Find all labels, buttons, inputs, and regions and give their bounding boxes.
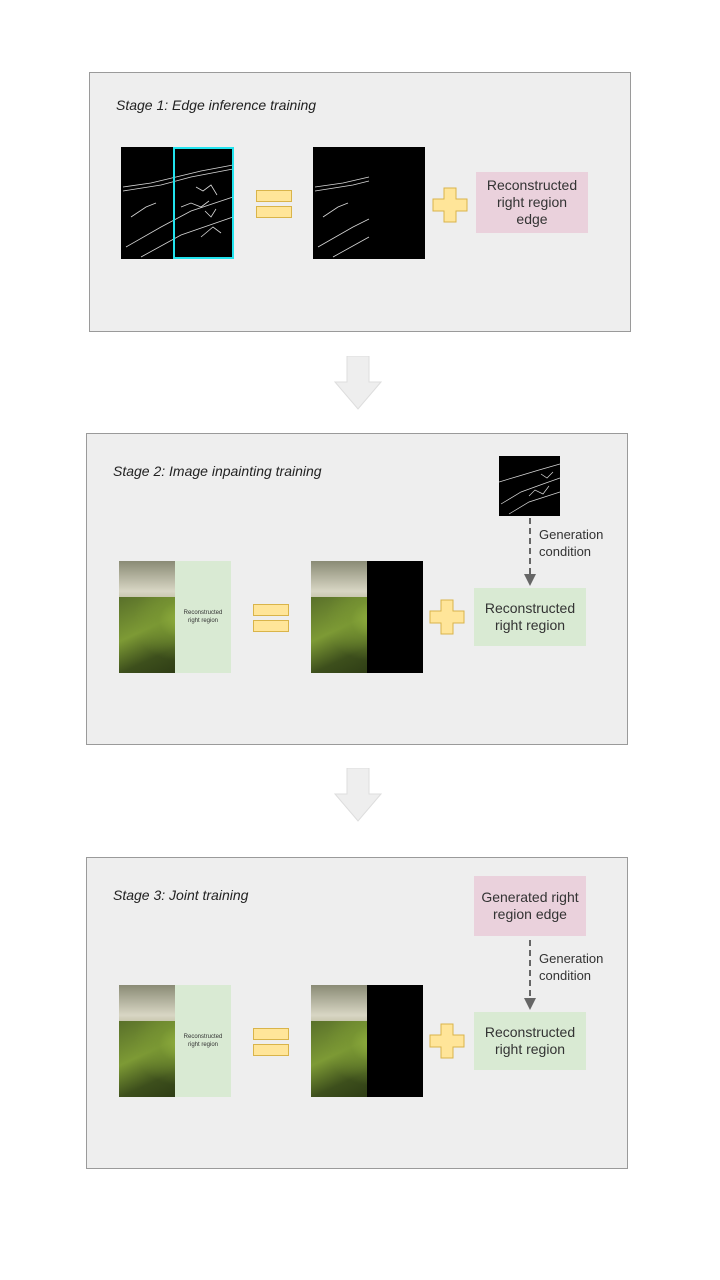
stage3-photo-with-reconstruction: Reconstructed right region xyxy=(119,985,231,1097)
stage3-mask-region xyxy=(367,985,423,1097)
stage1-equals-top xyxy=(256,190,292,202)
stage3-generated-edge-box: Generated right region edge xyxy=(474,876,586,936)
stage3-equals-top xyxy=(253,1028,289,1040)
stage2-reconstructed-overlay: Reconstructed right region xyxy=(175,561,231,673)
stage2-edge-condition-image xyxy=(498,456,561,516)
stage2-title: Stage 2: Image inpainting training xyxy=(113,463,322,479)
stage1-plus-icon xyxy=(432,187,468,223)
stage1-masked-edge-image xyxy=(313,147,425,259)
stage3-plus-icon xyxy=(429,1023,465,1059)
stage3-equals-bottom xyxy=(253,1044,289,1056)
stage3-title: Stage 3: Joint training xyxy=(113,887,249,903)
stage2-generation-condition-label: Generation condition xyxy=(539,527,604,559)
stage3-generation-condition-label: Generation condition xyxy=(539,951,604,983)
stage1-panel: Stage 1: Edge inference training xyxy=(89,72,631,332)
stage2-plus-icon xyxy=(429,599,465,635)
stage2-equals-top xyxy=(253,604,289,616)
stage1-title: Stage 1: Edge inference training xyxy=(116,97,317,113)
stage2-panel: Stage 2: Image inpainting training Recon… xyxy=(86,433,628,745)
down-arrow-2 xyxy=(334,768,382,822)
stage2-photo-with-reconstruction: Reconstructed right region xyxy=(119,561,231,673)
stage3-dashed-arrow xyxy=(524,940,536,1010)
stage2-mask-region xyxy=(367,561,423,673)
stage2-reconstructed-region-box: Reconstructed right region xyxy=(474,588,586,646)
stage1-reconstructed-edge-box: Reconstructed right region edge xyxy=(476,172,588,233)
stage2-dashed-arrow xyxy=(524,518,536,586)
stage2-equals-bottom xyxy=(253,620,289,632)
stage2-masked-photo xyxy=(311,561,423,673)
stage3-masked-photo xyxy=(311,985,423,1097)
stage1-equals-bottom xyxy=(256,206,292,218)
stage1-highlight-frame xyxy=(173,147,234,259)
stage1-full-edge-image xyxy=(121,147,234,259)
stage3-panel: Stage 3: Joint training Reconstructed ri… xyxy=(86,857,628,1169)
down-arrow-1 xyxy=(334,356,382,410)
stage3-reconstructed-region-box: Reconstructed right region xyxy=(474,1012,586,1070)
stage3-reconstructed-overlay: Reconstructed right region xyxy=(175,985,231,1097)
